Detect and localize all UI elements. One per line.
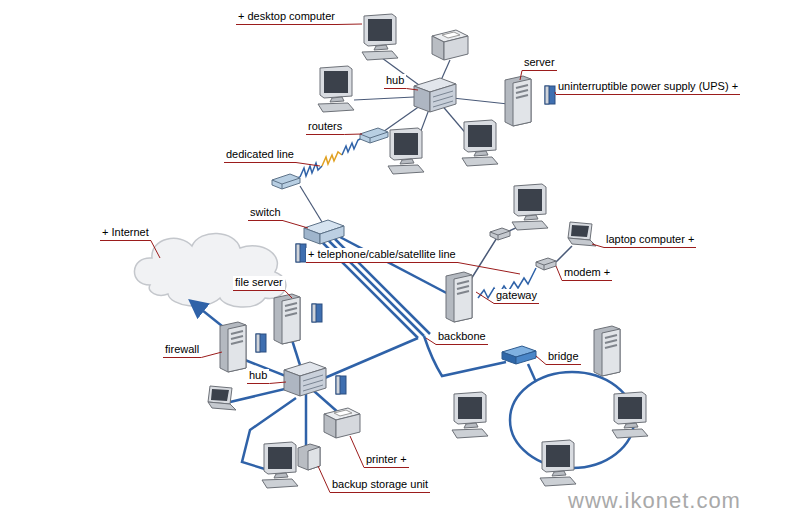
- leader-line: [283, 221, 308, 229]
- dedicated-line: [292, 138, 362, 222]
- leader-line: [592, 244, 604, 248]
- hub-icon: [414, 78, 456, 112]
- gateway-tower: [446, 272, 472, 322]
- watermark: www.ikonet.com: [566, 488, 743, 515]
- part-label: server: [522, 56, 557, 71]
- leader-line: [344, 134, 362, 136]
- modem-icon: [490, 228, 510, 240]
- laptop-icon: [208, 386, 236, 410]
- router-icon: [272, 174, 300, 189]
- ups-icon: [545, 86, 555, 104]
- server-tower: [505, 76, 531, 126]
- printer-icon: [432, 30, 468, 60]
- part-label: + telephone/cable/satellite line: [306, 248, 458, 263]
- part-label: bridge: [546, 350, 581, 365]
- part-label: laptop computer +: [604, 233, 696, 248]
- desktop-computer: [452, 392, 488, 438]
- leader-line: [458, 263, 520, 275]
- leader-line: [520, 71, 522, 81]
- backbone-wires: [192, 236, 634, 470]
- leader-line: [426, 338, 436, 345]
- firewall-tower: [220, 322, 246, 372]
- desktop-computer: [362, 14, 398, 60]
- part-label: file server: [233, 276, 285, 291]
- part-label: + Internet: [100, 226, 151, 241]
- leader-line: [350, 436, 364, 468]
- ups-icon: [296, 244, 306, 262]
- bridge-icon: [502, 346, 536, 364]
- part-label: switch: [248, 206, 283, 221]
- leader-line: [151, 241, 160, 259]
- desktop-computer: [262, 442, 298, 488]
- ups-icon: [336, 376, 346, 394]
- leader-line: [269, 382, 286, 384]
- leader-line: [296, 163, 320, 167]
- printer-icon: [324, 408, 360, 438]
- part-label: routers: [306, 120, 344, 135]
- part-label: + desktop computer: [236, 10, 337, 25]
- part-label: gateway: [494, 289, 539, 304]
- leader-line: [476, 292, 494, 304]
- part-label: dedicated line: [224, 148, 296, 163]
- gateway-wires: [468, 226, 572, 298]
- ups-icon: [256, 334, 266, 352]
- desktop-computer: [388, 128, 424, 174]
- leader-line: [201, 352, 222, 358]
- router-icon: [360, 128, 388, 143]
- part-label: backbone: [436, 330, 488, 345]
- backup-storage-icon: [298, 444, 320, 470]
- leader-line: [337, 24, 362, 26]
- modem-icon: [536, 258, 556, 270]
- desktop-computer: [540, 440, 576, 486]
- desktop-computer: [318, 66, 354, 112]
- desktop-computer: [512, 184, 548, 230]
- desktop-computer: [612, 392, 648, 438]
- switch-icon: [304, 220, 344, 244]
- leader-line: [285, 291, 292, 299]
- hub-icon: [284, 362, 326, 396]
- part-label: uninterruptible power supply (UPS) +: [556, 80, 740, 95]
- laptop-icon: [568, 222, 596, 246]
- part-label: modem +: [562, 266, 612, 281]
- ups-icon: [312, 304, 322, 322]
- part-label: hub: [384, 74, 406, 89]
- leader-line: [536, 356, 546, 365]
- file-server-tower: [274, 294, 300, 344]
- desktop-computer: [462, 120, 498, 166]
- part-label: firewall: [163, 343, 201, 358]
- part-label: printer +: [364, 453, 409, 468]
- internet-cloud: [134, 233, 285, 307]
- part-label: backup storage unit: [330, 478, 430, 493]
- server-tower: [594, 326, 620, 376]
- part-label: hub: [247, 369, 269, 384]
- leader-line: [318, 466, 330, 493]
- leader-line: [406, 89, 418, 91]
